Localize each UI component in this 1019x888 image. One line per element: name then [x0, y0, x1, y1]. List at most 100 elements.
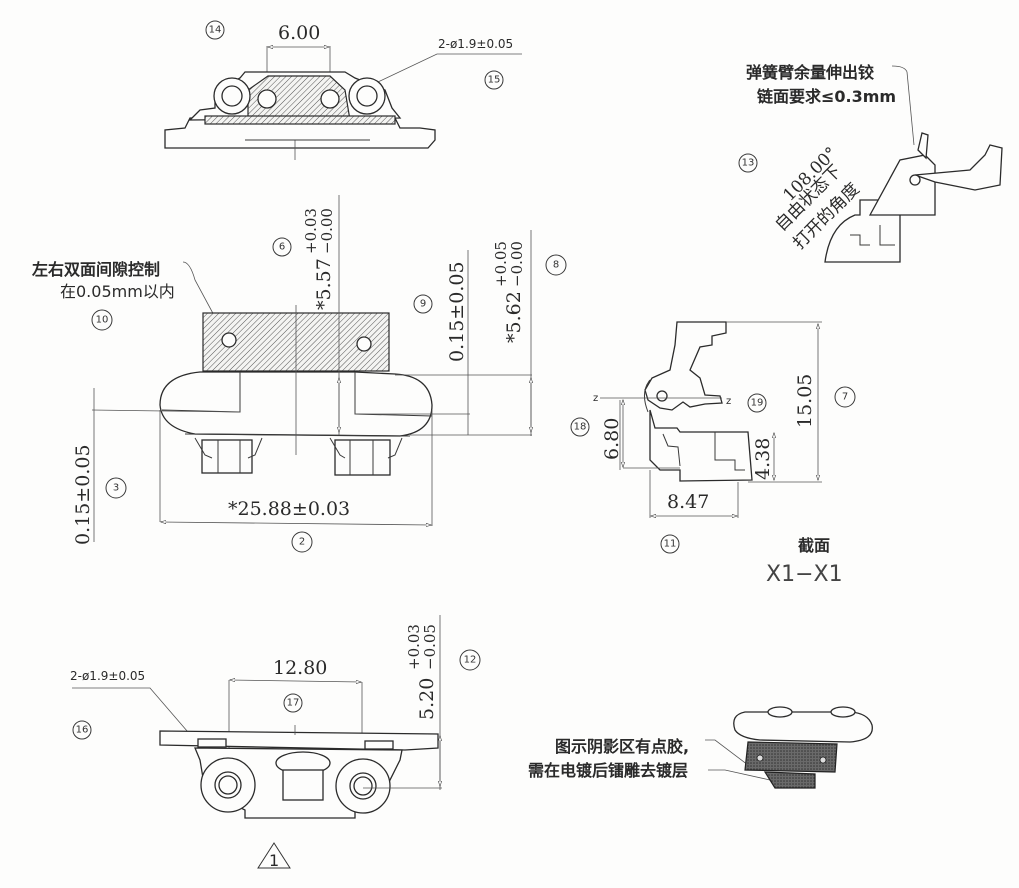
section-upper-part — [644, 321, 727, 411]
side-hinge-body — [868, 154, 936, 216]
dim-height-b-tol-upper: +0.05 — [492, 241, 510, 287]
top-view: 14 6.00 2-ø1.9±0.05 15 — [164, 20, 522, 160]
balloon-12-label: 12 — [464, 655, 477, 666]
iso-lower-tab — [763, 771, 816, 789]
leader-line — [708, 769, 771, 781]
axis-z-left: z — [593, 393, 598, 404]
iso-roller-left — [767, 706, 793, 718]
balloon-9: 9 — [413, 294, 433, 314]
iso-roller-right — [830, 706, 856, 718]
leader-line — [705, 739, 749, 766]
balloon-13-label: 13 — [742, 158, 755, 169]
side-arm — [914, 144, 1003, 191]
iso-hole-left — [756, 754, 764, 762]
dim-bottom-height-tol-upper: +0.03 — [405, 624, 423, 670]
dim-height-right: 4.38 — [752, 438, 774, 480]
balloon-3-label: 3 — [113, 483, 119, 494]
dim-bottom-width: 12.80 — [273, 657, 327, 679]
balloon-3: 3 — [105, 477, 127, 499]
balloon-12: 12 — [459, 649, 481, 671]
section-label: 截面 — [798, 536, 830, 555]
section-detail — [662, 432, 745, 471]
balloon-10: 10 — [91, 309, 113, 331]
dim-total-height: 15.05 — [794, 374, 816, 428]
side-detail — [850, 225, 895, 246]
top-hatched-strip — [204, 115, 396, 125]
balloon-16-label: 16 — [76, 725, 89, 736]
iso-glue-region — [744, 741, 838, 773]
balloon-13: 13 — [738, 153, 758, 173]
dim-height-right-value: 4.38 — [752, 438, 774, 480]
dim-gap-right: 0.15±0.05 — [446, 261, 468, 362]
dim-gap-left-value: 0.15±0.05 — [72, 444, 94, 545]
dim-bottom-holes: 2-ø1.9±0.05 — [70, 669, 145, 683]
note-spring-line2: 链面要求≤0.3mm — [757, 87, 896, 106]
dim-bottom-height: 5.20 +0.03 −0.05 — [405, 624, 439, 720]
top-roller-left-inner — [221, 85, 243, 107]
balloon-11: 11 — [660, 534, 680, 554]
top-roller-right-inner — [356, 85, 378, 107]
balloon-18-label: 18 — [574, 422, 587, 433]
dim-bottom-height-value: 5.20 — [416, 678, 438, 720]
note-gap-line1: 左右双面间隙控制 — [31, 260, 160, 279]
section-lower-part — [649, 409, 753, 482]
section-name: X1−X1 — [766, 562, 843, 587]
section-view: z z 15.05 6.80 4.38 8.47 18 19 — [570, 321, 856, 587]
dim-bottom-height-tol-lower: −0.05 — [421, 624, 439, 670]
dim-height-left-value: 6.80 — [601, 418, 623, 460]
dim-top-holes: 2-ø1.9±0.05 — [438, 37, 513, 51]
balloon-19: 19 — [747, 393, 767, 413]
leader-line — [891, 65, 915, 146]
bottom-slot — [282, 769, 324, 801]
note-glue-line2: 需在电镀后镭雕去镀层 — [528, 761, 688, 780]
top-hole-right — [320, 89, 340, 109]
revision-triangle-icon: 1 — [257, 842, 291, 870]
balloon-2: 2 — [291, 531, 313, 553]
front-view: 左右双面间隙控制 在0.05mm以内 10 6 9 8 3 2 — [31, 195, 567, 553]
ext-line — [91, 409, 241, 413]
iso-view: 图示阴影区有点胶, 需在电镀后镭雕去镀层 — [528, 706, 873, 789]
dim-total-height-value: 15.05 — [794, 374, 816, 428]
balloon-16: 16 — [72, 720, 92, 740]
side-spring-tip — [917, 132, 929, 160]
front-hole-left — [221, 332, 237, 348]
dim-height-left: 6.80 — [601, 418, 623, 460]
balloon-9-label: 9 — [420, 299, 426, 310]
balloon-17: 17 — [283, 693, 303, 713]
dim-line — [161, 522, 431, 525]
dim-top-width: 6.00 — [278, 22, 320, 44]
balloon-15: 15 — [484, 70, 504, 90]
balloon-19-label: 19 — [751, 398, 764, 409]
balloon-14-label: 14 — [209, 25, 222, 36]
balloon-7-label: 7 — [842, 392, 848, 403]
axis-z-right: z — [726, 396, 731, 407]
dim-front-width: *25.88±0.03 — [228, 498, 350, 520]
front-hole-right — [356, 336, 372, 352]
dim-height-a-tol-lower: −0.00 — [318, 208, 336, 254]
balloon-8: 8 — [545, 254, 567, 276]
bottom-hole-right — [353, 776, 373, 796]
front-pins-right — [329, 437, 403, 476]
dim-height-a-value: *5.57 — [313, 258, 335, 310]
balloon-11-label: 11 — [664, 539, 677, 550]
side-view: 弹簧臂余量伸出铰 链面要求≤0.3mm 13 108.00° 自由状态下 打开的… — [738, 63, 1003, 263]
dim-section-width: 8.47 — [667, 491, 709, 513]
side-pivot — [909, 174, 921, 186]
note-gap-line2: 在0.05mm以内 — [60, 282, 175, 301]
dim-gap-left: 0.15±0.05 — [72, 444, 94, 545]
leader-line — [182, 261, 231, 346]
balloon-14: 14 — [205, 20, 225, 40]
revision-mark: 1 — [269, 851, 279, 870]
dim-height-a-tol-upper: +0.03 — [302, 208, 320, 254]
balloon-18: 18 — [570, 417, 590, 437]
dim-height-b-tol-lower: −0.00 — [508, 241, 526, 287]
iso-top-body — [733, 711, 873, 743]
balloon-6: 6 — [272, 237, 292, 257]
balloon-17-label: 17 — [287, 698, 300, 709]
balloon-15-label: 15 — [488, 75, 501, 86]
balloon-10-label: 10 — [96, 315, 109, 326]
front-pins-left — [194, 437, 263, 474]
note-spring-line1: 弹簧臂余量伸出铰 — [746, 63, 874, 82]
section-arc — [644, 379, 651, 413]
